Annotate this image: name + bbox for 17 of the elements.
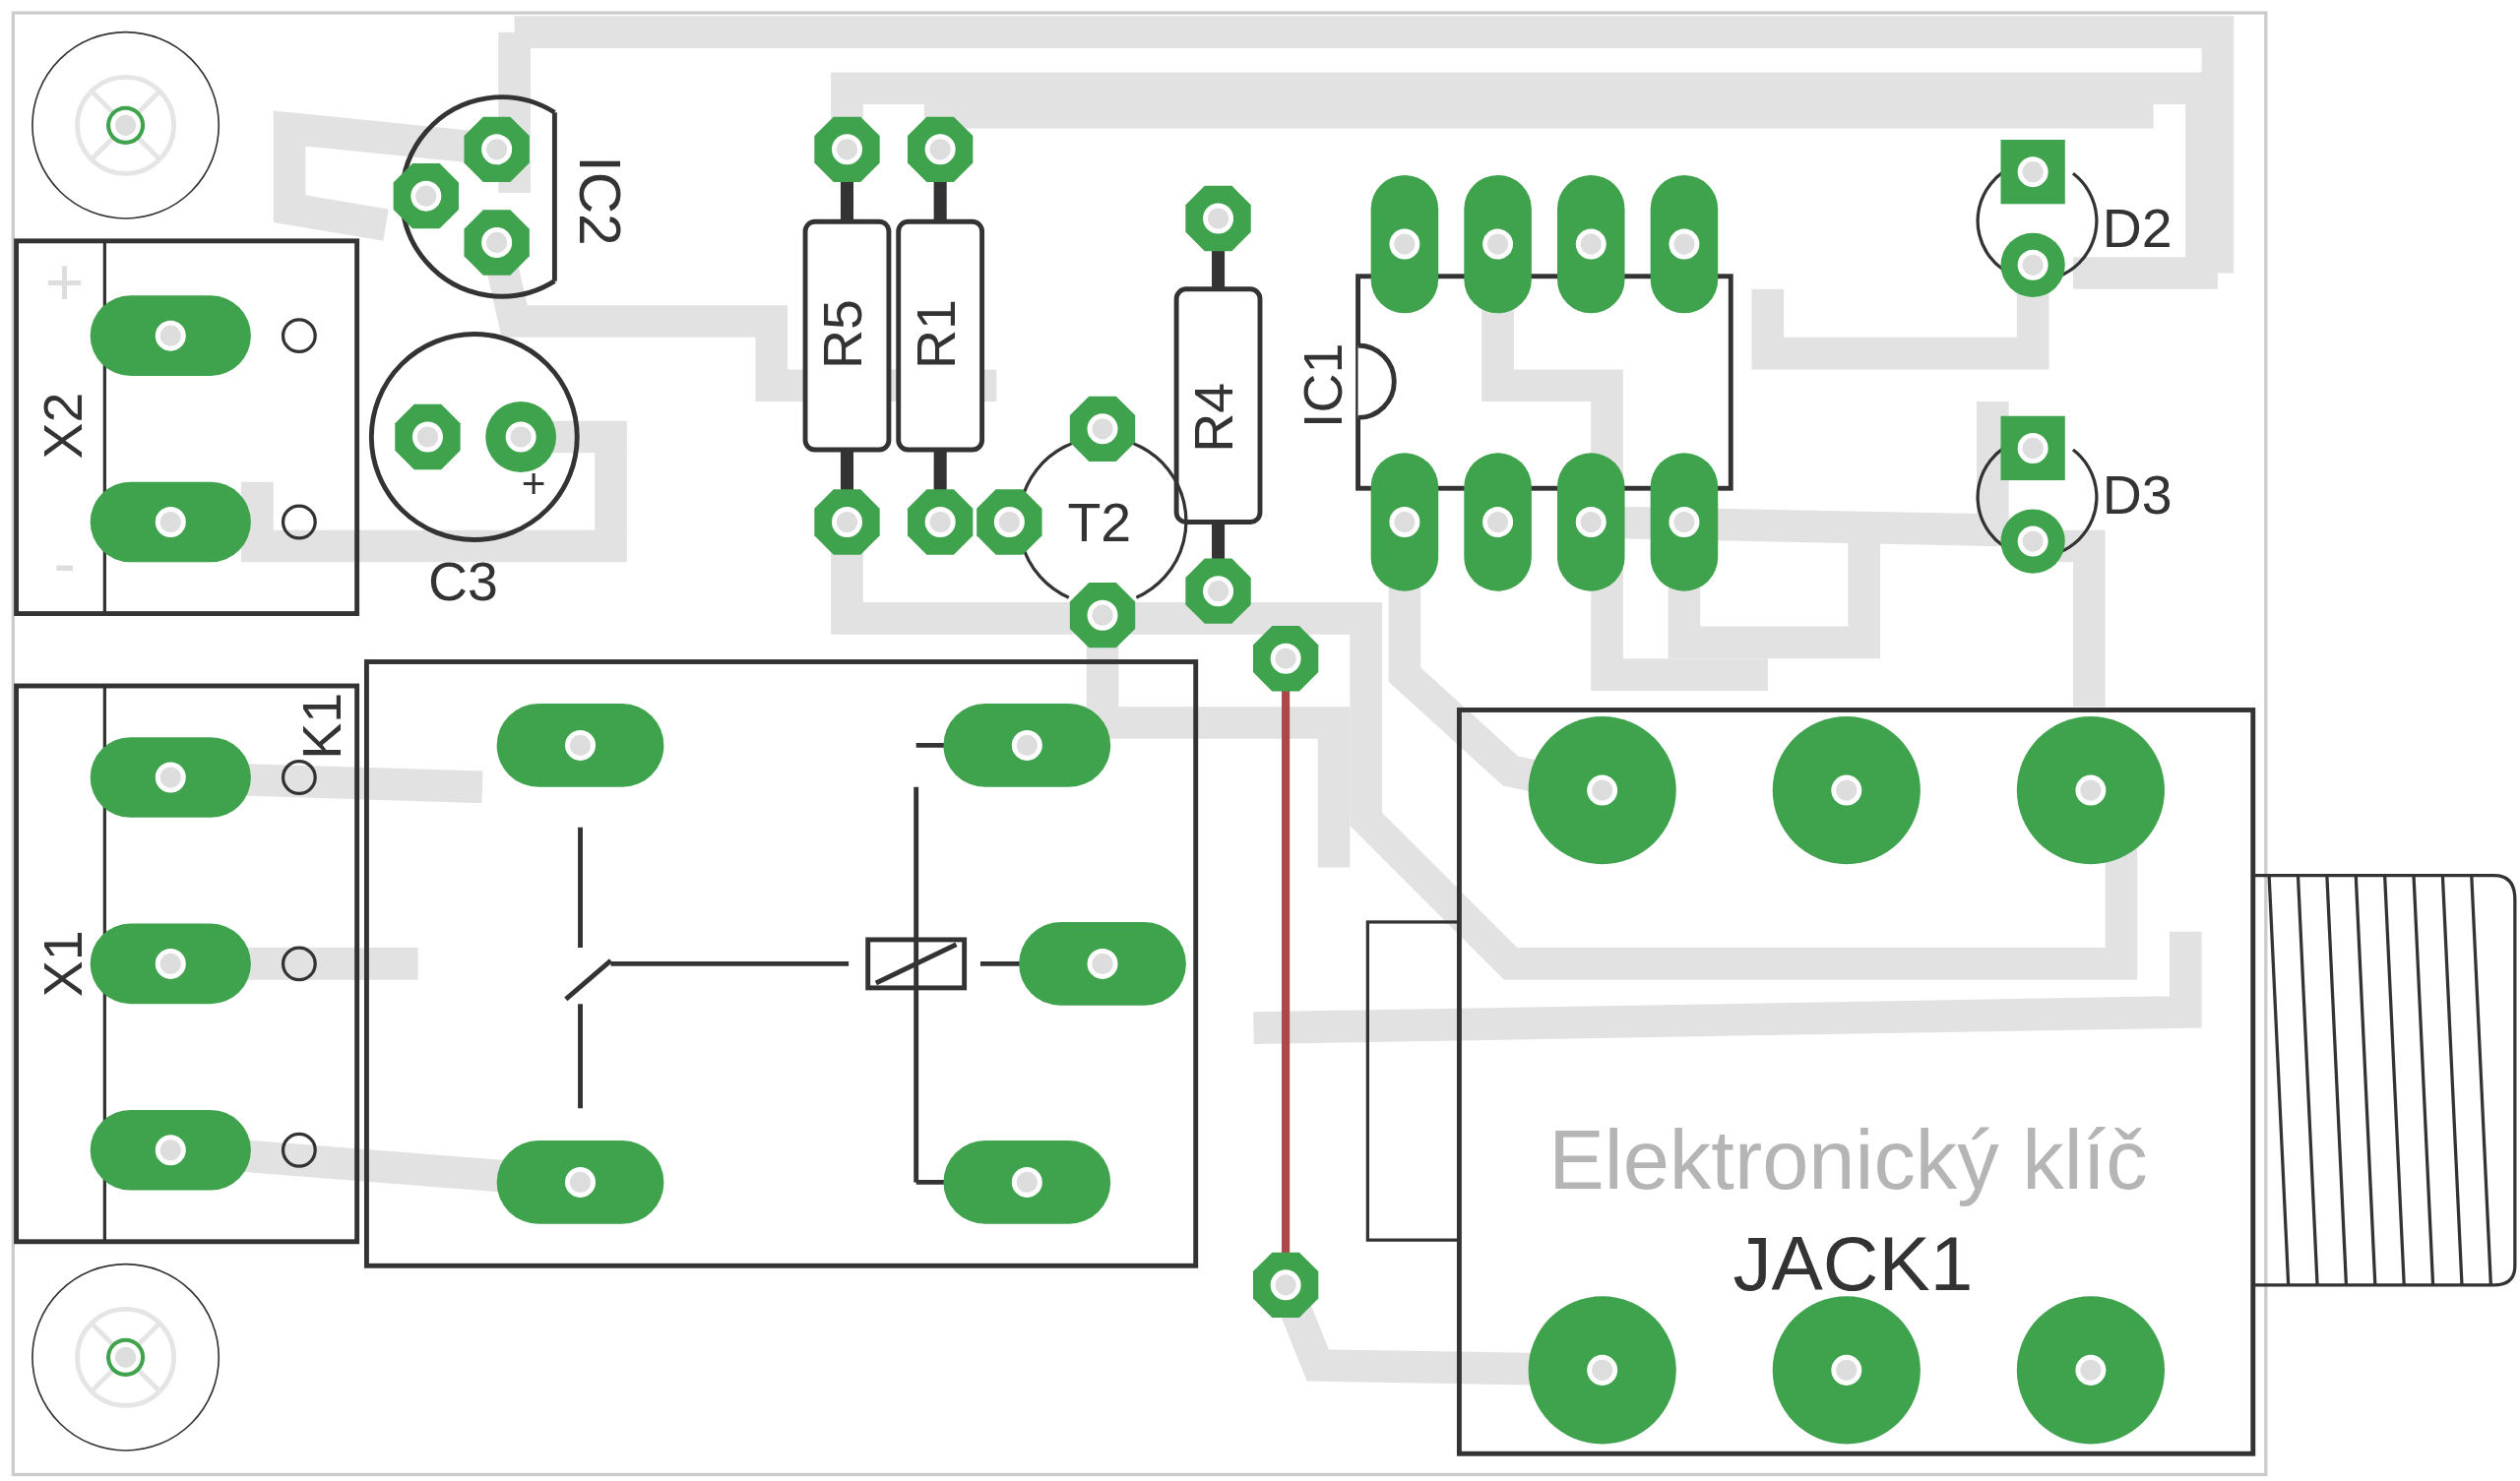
polarity-sign: + bbox=[44, 244, 85, 321]
component-label: R4 bbox=[1183, 382, 1245, 453]
polarity-sign: + bbox=[521, 461, 546, 507]
component-label: C3 bbox=[427, 551, 498, 613]
component-label: T2 bbox=[1067, 492, 1132, 554]
component-label: JACK1 bbox=[1732, 1219, 1974, 1307]
component-label: D2 bbox=[2102, 198, 2173, 260]
component-label: K1 bbox=[291, 692, 353, 760]
component-label: IC1 bbox=[1292, 342, 1354, 428]
board-text: Elektronický klíč bbox=[1548, 1112, 2148, 1206]
component-label: IC2 bbox=[567, 155, 632, 246]
component-label: X1 bbox=[32, 930, 94, 998]
component-label: R5 bbox=[812, 299, 874, 369]
component-label: X2 bbox=[32, 392, 94, 460]
polarity-sign: - bbox=[53, 525, 76, 601]
component-label: D3 bbox=[2102, 464, 2173, 526]
component-label: R1 bbox=[905, 299, 967, 369]
